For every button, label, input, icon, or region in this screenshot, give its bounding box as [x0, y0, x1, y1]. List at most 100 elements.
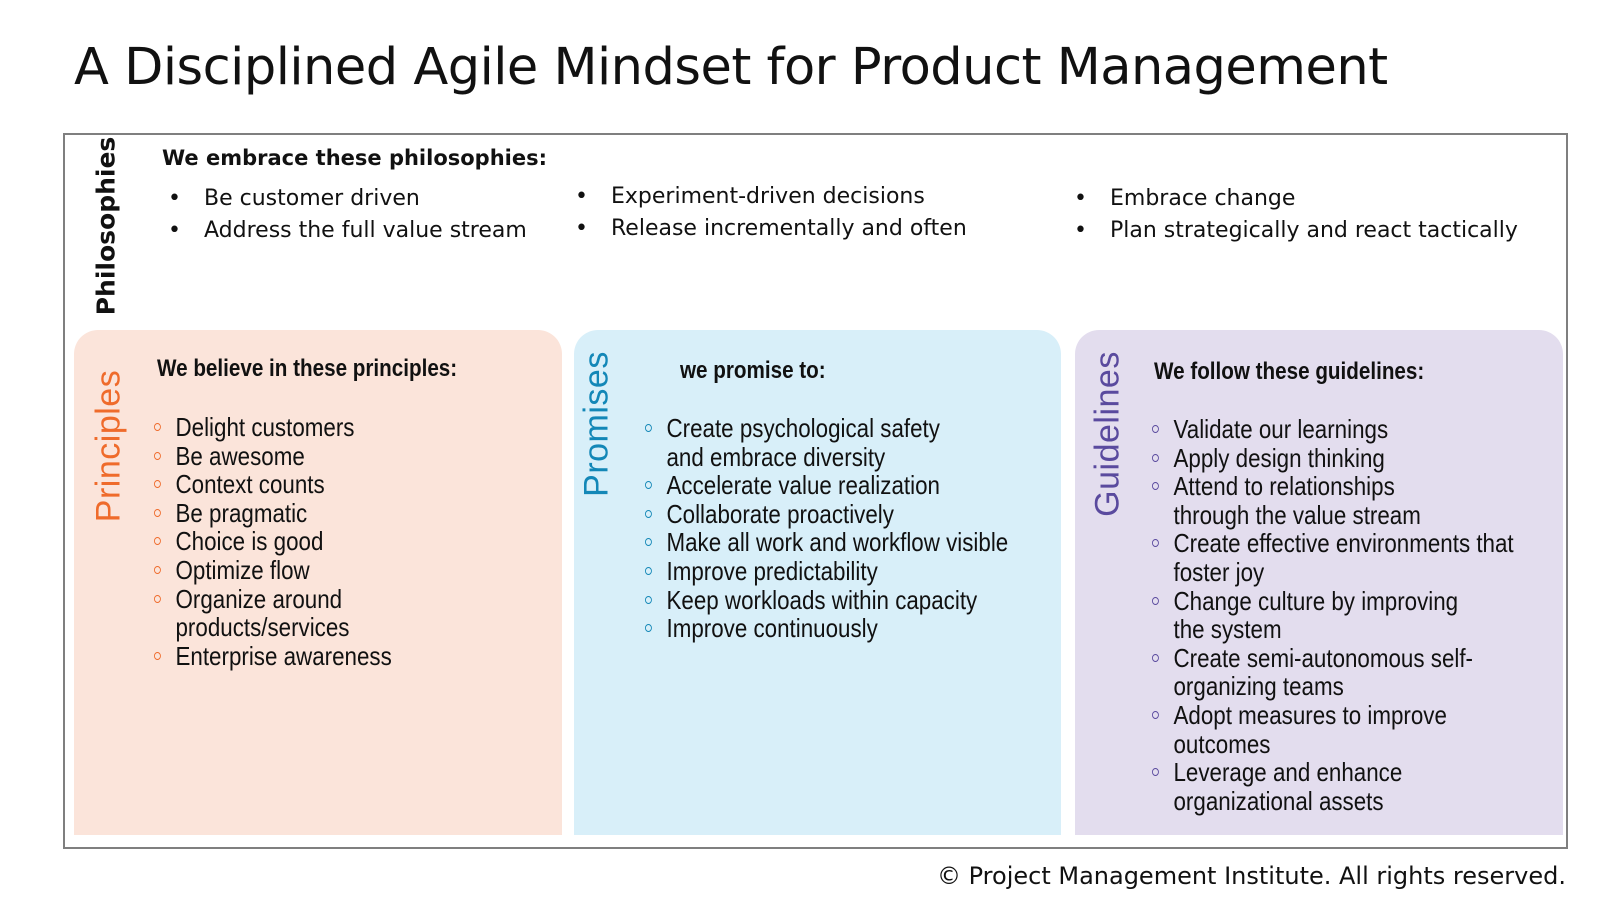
- principles-heading: We believe in these principles:: [157, 355, 458, 382]
- ring-bullet-icon: [1152, 539, 1159, 548]
- ring-bullet-icon: [154, 651, 161, 660]
- promises-label: Promises: [577, 351, 616, 497]
- principle-item-text: products/services: [175, 612, 350, 643]
- guidelines-heading: We follow these guidelines:: [1154, 358, 1425, 385]
- guideline-item-text: organizing teams: [1173, 671, 1344, 702]
- ring-bullet-icon: [645, 566, 652, 575]
- ring-bullet-icon: [154, 594, 161, 603]
- philosophies-column-3: • Embrace change • Plan strategically and …: [1068, 183, 1518, 247]
- guideline-item-text: Attend to relationships: [1173, 471, 1395, 502]
- promise-item: Accelerate value realization: [645, 471, 1008, 500]
- principles-label: Principles: [89, 369, 128, 523]
- philosophy-text: Plan strategically and react tactically: [1110, 218, 1518, 243]
- promise-item: Improve continuously: [645, 614, 1008, 643]
- ring-bullet-icon: [645, 509, 652, 518]
- bullet-icon: •: [1074, 218, 1087, 243]
- bullet-icon: •: [168, 186, 181, 211]
- philosophy-text: Experiment-driven decisions: [611, 184, 925, 209]
- ring-bullet-icon: [645, 481, 652, 490]
- promise-item: Collaborate proactively: [645, 500, 1008, 529]
- principle-item: Delight customers: [154, 413, 392, 442]
- ring-bullet-icon: [154, 565, 161, 574]
- philosophies-label: Philosophies: [91, 136, 121, 316]
- principle-item-text: Be pragmatic: [175, 497, 308, 528]
- guideline-item-text: Create effective environments that: [1173, 528, 1514, 559]
- guideline-item-text: Validate our learnings: [1173, 414, 1389, 444]
- principle-item-text: Enterprise awareness: [175, 640, 392, 671]
- ring-bullet-icon: [645, 595, 652, 604]
- ring-bullet-icon: [645, 624, 652, 633]
- philosophy-item: • Release incrementally and often: [569, 213, 967, 245]
- bullet-icon: •: [168, 218, 181, 243]
- philosophies-column-2: • Experiment-driven decisions • Release in…: [569, 181, 967, 245]
- principle-item-text: Context counts: [175, 469, 325, 500]
- principle-item-text: Delight customers: [175, 412, 355, 442]
- ring-bullet-icon: [1152, 710, 1159, 719]
- copyright-notice: © Project Management Institute. All righ…: [936, 862, 1566, 890]
- guideline-item-text: foster joy: [1173, 556, 1265, 587]
- philosophy-text: Release incrementally and often: [611, 216, 967, 241]
- guideline-item: Validate our learnings: [1152, 415, 1514, 444]
- promise-item-text: Collaborate proactively: [666, 498, 894, 529]
- guidelines-panel: [1075, 330, 1563, 835]
- philosophy-text: Embrace change: [1110, 186, 1296, 211]
- ring-bullet-icon: [154, 480, 161, 489]
- ring-bullet-icon: [1152, 653, 1159, 662]
- guideline-item-text: the system: [1173, 614, 1282, 645]
- promises-panel: [574, 330, 1061, 835]
- guideline-item-text: Apply design thinking: [1173, 442, 1385, 473]
- ring-bullet-icon: [1152, 596, 1159, 605]
- principle-item: Be pragmatic: [154, 499, 392, 528]
- promise-item-text: Improve continuously: [666, 613, 878, 644]
- guidelines-label: Guidelines: [1088, 351, 1127, 517]
- page-title: A Disciplined Agile Mindset for Product …: [74, 38, 1388, 97]
- guideline-item: Apply design thinking: [1152, 442, 1514, 473]
- bullet-icon: •: [1074, 186, 1087, 211]
- promise-item-text: and embrace diversity: [666, 441, 886, 472]
- bullet-icon: •: [575, 216, 588, 241]
- promise-item: Improve predictability: [645, 557, 1008, 586]
- ring-bullet-icon: [1152, 425, 1159, 433]
- promise-item-text: Improve predictability: [666, 555, 878, 586]
- guideline-item-text: Leverage and enhance: [1173, 757, 1403, 788]
- promise-item-text: Make all work and workflow visible: [666, 527, 1009, 558]
- guideline-item-text: Adopt measures to improve: [1173, 699, 1447, 730]
- principle-item-text: Optimize flow: [175, 554, 310, 585]
- philosophy-item: • Embrace change: [1068, 183, 1518, 215]
- philosophy-text: Address the full value stream: [204, 218, 527, 243]
- principle-item-text: Organize around: [175, 583, 343, 614]
- principles-panel: [74, 330, 562, 835]
- ring-bullet-icon: [154, 508, 161, 517]
- principle-item: Optimize flow: [154, 556, 392, 585]
- ring-bullet-icon: [1152, 453, 1159, 462]
- ring-bullet-icon: [1152, 482, 1159, 491]
- guideline-item-text: through the value stream: [1173, 499, 1421, 530]
- philosophy-text: Be customer driven: [204, 186, 420, 211]
- promise-item-text: Create psychological safety: [666, 413, 940, 443]
- principle-item: Be awesome: [154, 441, 392, 471]
- philosophies-heading: We embrace these philosophies:: [162, 146, 547, 170]
- promise-item-text: Accelerate value realization: [666, 470, 940, 501]
- mindset-frame: [63, 133, 1568, 849]
- philosophies-column-1: • Be customer driven • Address the full va…: [162, 183, 527, 247]
- guideline-item-text: Create semi-autonomous self-: [1173, 642, 1474, 673]
- philosophy-item: • Plan strategically and react tactically: [1068, 215, 1518, 247]
- bullet-icon: •: [575, 184, 588, 209]
- ring-bullet-icon: [154, 451, 161, 460]
- principle-item: Context counts: [154, 470, 392, 499]
- philosophy-item: • Address the full value stream: [162, 215, 527, 247]
- principle-item-text: Choice is good: [175, 526, 324, 557]
- promise-item-text: Keep workloads within capacity: [666, 584, 978, 615]
- ring-bullet-icon: [154, 423, 161, 431]
- ring-bullet-icon: [645, 538, 652, 547]
